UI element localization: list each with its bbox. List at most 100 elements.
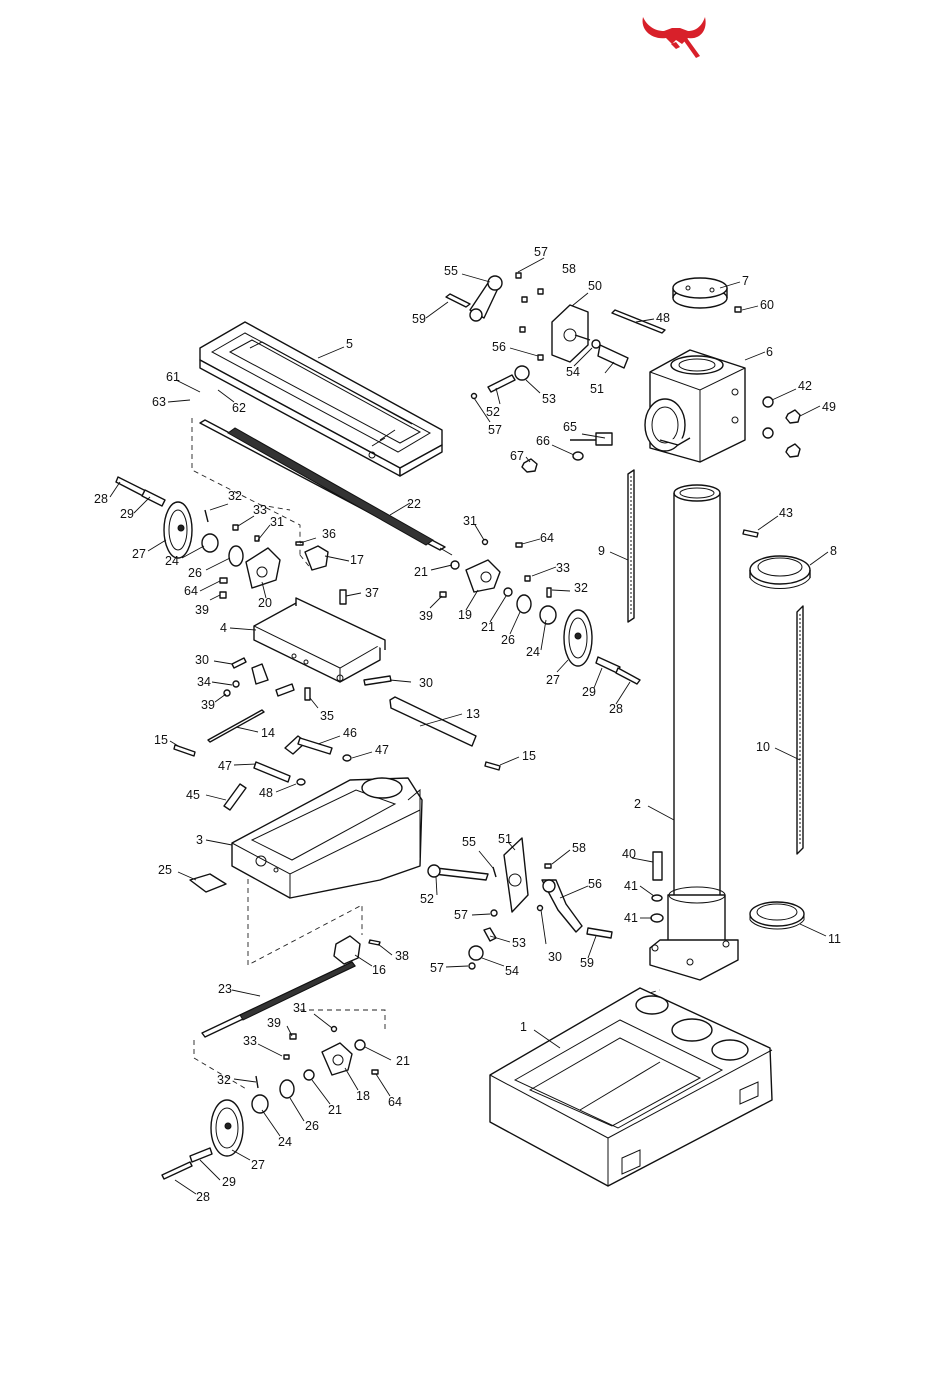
part-label: 55 [444, 264, 458, 278]
part-label: 9 [598, 544, 605, 558]
handwheel-right-upper [439, 538, 641, 685]
part-label: 30 [195, 653, 209, 667]
part-label: 58 [562, 262, 576, 276]
part-label: 53 [542, 392, 556, 406]
part-label: 61 [166, 370, 180, 384]
part-label: 21 [414, 565, 428, 579]
part-label: 33 [243, 1034, 257, 1048]
part-label: 38 [395, 949, 409, 963]
part-label: 19 [458, 608, 472, 622]
part-label: 17 [350, 553, 364, 567]
part-label: 57 [454, 908, 468, 922]
part-label: 1 [520, 1020, 527, 1034]
part-label: 63 [152, 395, 166, 409]
gib-part-13 [389, 696, 477, 747]
part-label: 37 [365, 586, 379, 600]
gib-part-14 [207, 709, 265, 743]
bolts-part-40-45 [650, 529, 759, 923]
part-label: 45 [186, 788, 200, 802]
part-label: 4 [220, 621, 227, 635]
part-label: 53 [512, 936, 526, 950]
part-label: 52 [420, 892, 434, 906]
part-label: 28 [196, 1190, 210, 1204]
part-label: 28 [94, 492, 108, 506]
saddle-part-4 [253, 597, 386, 683]
feed-assembly-top [445, 272, 629, 400]
part-labels: 1 2 3 4 5 6 7 8 9 10 11 13 14 15 15 16 1… [94, 245, 841, 1204]
part-label: 24 [165, 554, 179, 568]
part-label: 14 [261, 726, 275, 740]
ring-part-8 [749, 555, 811, 589]
rack-part-9 [627, 469, 635, 623]
part-label: 25 [158, 863, 172, 877]
lead-screw-part-23 [201, 961, 356, 1038]
part-label: 30 [419, 676, 433, 690]
part-label: 56 [588, 877, 602, 891]
knee-part-3 [231, 777, 423, 899]
part-label: 26 [501, 633, 515, 647]
leader-lines [109, 257, 829, 1195]
part-label: 6 [766, 345, 773, 359]
part-label: 54 [505, 964, 519, 978]
part-label: 2 [634, 797, 641, 811]
part-label: 24 [526, 645, 540, 659]
part-label: 56 [492, 340, 506, 354]
part-label: 27 [132, 547, 146, 561]
part-label: 51 [590, 382, 604, 396]
part-label: 64 [388, 1095, 402, 1109]
part-label: 7 [742, 274, 749, 288]
part-label: 39 [267, 1016, 281, 1030]
part-label: 16 [372, 963, 386, 977]
part-label: 65 [563, 420, 577, 434]
part-label: 41 [624, 911, 638, 925]
plate-part-25 [189, 873, 227, 893]
part-label: 43 [779, 506, 793, 520]
part-label: 33 [556, 561, 570, 575]
part-label: 64 [540, 531, 554, 545]
part-label: 41 [624, 879, 638, 893]
part-label: 21 [481, 620, 495, 634]
part-label: 11 [828, 932, 841, 946]
ring-part-11 [749, 901, 805, 930]
part-label: 48 [656, 311, 670, 325]
part-label: 58 [572, 841, 586, 855]
part-label: 39 [419, 609, 433, 623]
bracket-part-16 [333, 935, 381, 965]
part-label: 29 [222, 1175, 236, 1189]
part-label: 47 [218, 759, 232, 773]
part-label: 57 [534, 245, 548, 259]
part-label: 48 [259, 786, 273, 800]
part-label: 21 [328, 1103, 342, 1117]
lead-screw-part-22 [199, 419, 453, 556]
part-label: 30 [548, 950, 562, 964]
part-label: 34 [197, 675, 211, 689]
part-label: 31 [293, 1001, 307, 1015]
part-label: 52 [486, 405, 500, 419]
bull-horns-logo [642, 17, 706, 58]
part-label: 27 [251, 1158, 265, 1172]
part-label: 59 [580, 956, 594, 970]
part-label: 29 [120, 507, 134, 521]
handwheel-lower [161, 1025, 379, 1180]
part-label: 15 [522, 749, 536, 763]
part-label: 39 [201, 698, 215, 712]
part-label: 60 [760, 298, 774, 312]
part-label: 31 [463, 514, 477, 528]
part-label: 24 [278, 1135, 292, 1149]
part-label: 35 [320, 709, 334, 723]
part-label: 26 [305, 1119, 319, 1133]
part-label: 23 [218, 982, 232, 996]
part-label: 29 [582, 685, 596, 699]
part-label: 3 [196, 833, 203, 847]
table-part-5 [199, 321, 443, 477]
part-label: 54 [566, 365, 580, 379]
block-part-17 [295, 541, 347, 605]
column-part-2 [649, 484, 739, 981]
part-label: 31 [270, 515, 284, 529]
rack-part-10 [796, 605, 804, 855]
part-label: 13 [466, 707, 480, 721]
part-label: 8 [830, 544, 837, 558]
part-label: 32 [228, 489, 242, 503]
cap-part-7 [672, 277, 728, 309]
